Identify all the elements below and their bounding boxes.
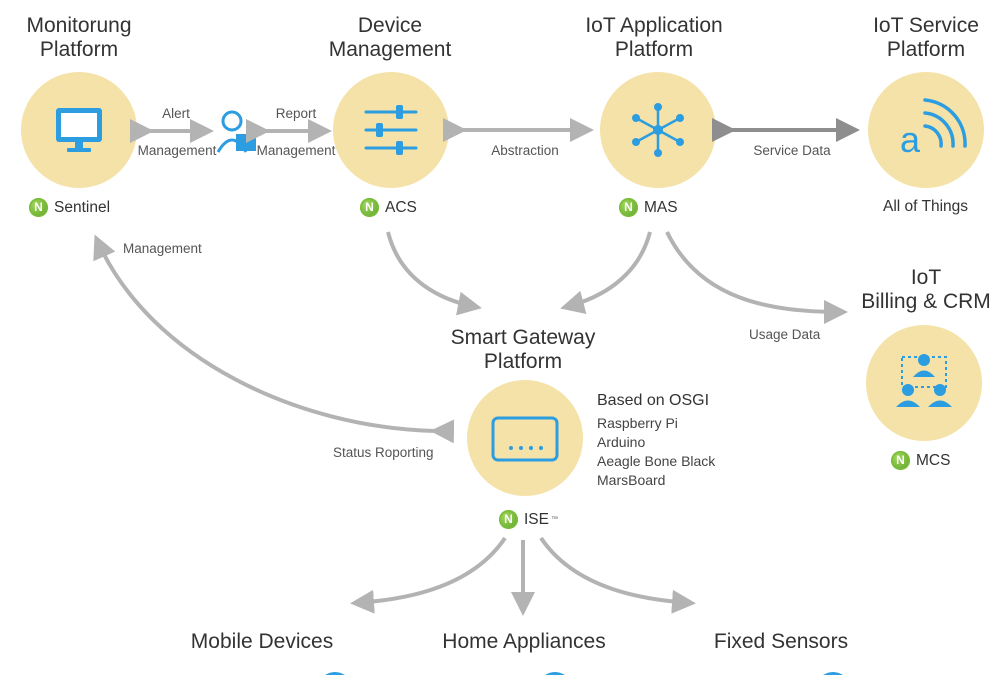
iot-service-circle — [868, 72, 984, 188]
sliders-icon — [364, 105, 418, 155]
smart-gateway-title: Smart Gateway Platform — [450, 326, 596, 373]
fixed-sensor-icon — [823, 672, 843, 675]
ise-label: ISE — [524, 510, 549, 528]
osgi-item: Raspberry Pi — [597, 415, 678, 431]
alert-management-label: Management — [137, 143, 217, 158]
report-label: Report — [275, 106, 317, 121]
acs-node-label: N ACS — [360, 198, 417, 217]
user-laptop-icon — [216, 110, 256, 153]
billing-circle — [866, 325, 982, 441]
abstraction-label: Abstraction — [491, 143, 559, 158]
mas-label: MAS — [644, 198, 678, 216]
n-badge-icon: N — [499, 510, 518, 529]
alert-label: Alert — [162, 106, 190, 121]
management-label: Management — [123, 241, 202, 256]
gateway-circle — [467, 380, 583, 496]
acs-label: ACS — [385, 198, 417, 216]
billing-crm-title: IoT Billing & CRM — [861, 266, 991, 313]
acs-gateway-arrow — [386, 231, 482, 316]
mobile-devices-label: Mobile Devices — [190, 630, 334, 653]
trademark-mark: ™ — [550, 516, 558, 523]
report-management-label: Management — [256, 143, 336, 158]
home-appliance-icon — [545, 672, 565, 675]
mcs-node-label: N MCS — [891, 451, 950, 470]
service-data-label: Service Data — [753, 143, 831, 158]
mas-gateway-arrow — [560, 231, 652, 314]
n-badge-icon: N — [360, 198, 379, 217]
ise-node-label: N ISE ™ — [499, 510, 558, 529]
monitoring-title: Monitorung Platform — [26, 14, 132, 61]
fixed-sensors-label: Fixed Sensors — [713, 630, 849, 653]
all-of-things-node-label: All of Things — [883, 198, 968, 216]
svg-text:a: a — [900, 119, 921, 160]
mcs-label: MCS — [916, 451, 951, 469]
iot-service-title: IoT Service Platform — [873, 14, 979, 61]
n-badge-icon: N — [619, 198, 638, 217]
gateway-fixed-arrow — [539, 536, 696, 614]
usage-data-arrow — [665, 231, 848, 324]
user-group-icon — [896, 354, 952, 407]
usage-data-label: Usage Data — [749, 327, 821, 342]
network-hub-icon — [632, 103, 684, 157]
osgi-info: Based on OSGI Raspberry Pi Arduino Aeagl… — [597, 392, 715, 490]
sentinel-node-label: N Sentinel — [29, 198, 110, 217]
wireless-a-icon: a — [900, 98, 967, 160]
osgi-item: Arduino — [597, 434, 646, 450]
osgi-item: MarsBoard — [597, 472, 666, 488]
mobile-device-icon — [325, 672, 345, 675]
iot-application-title: IoT Application Platform — [585, 14, 723, 61]
home-appliances-label: Home Appliances — [442, 630, 606, 653]
gateway-box-icon — [491, 416, 559, 462]
n-badge-icon: N — [891, 451, 910, 470]
mas-node-label: N MAS — [619, 198, 678, 217]
status-reporting-label: Status Roporting — [333, 445, 434, 460]
device-management-title: Device Management — [328, 14, 452, 61]
sentinel-label: Sentinel — [54, 198, 111, 216]
all-of-things-label: All of Things — [883, 198, 969, 215]
osgi-title: Based on OSGI — [597, 392, 710, 409]
n-badge-icon: N — [29, 198, 48, 217]
management-arrow — [93, 234, 455, 444]
gateway-mobile-arrow — [350, 536, 507, 614]
osgi-item: Aeagle Bone Black — [597, 453, 716, 469]
monitor-icon — [56, 108, 102, 152]
